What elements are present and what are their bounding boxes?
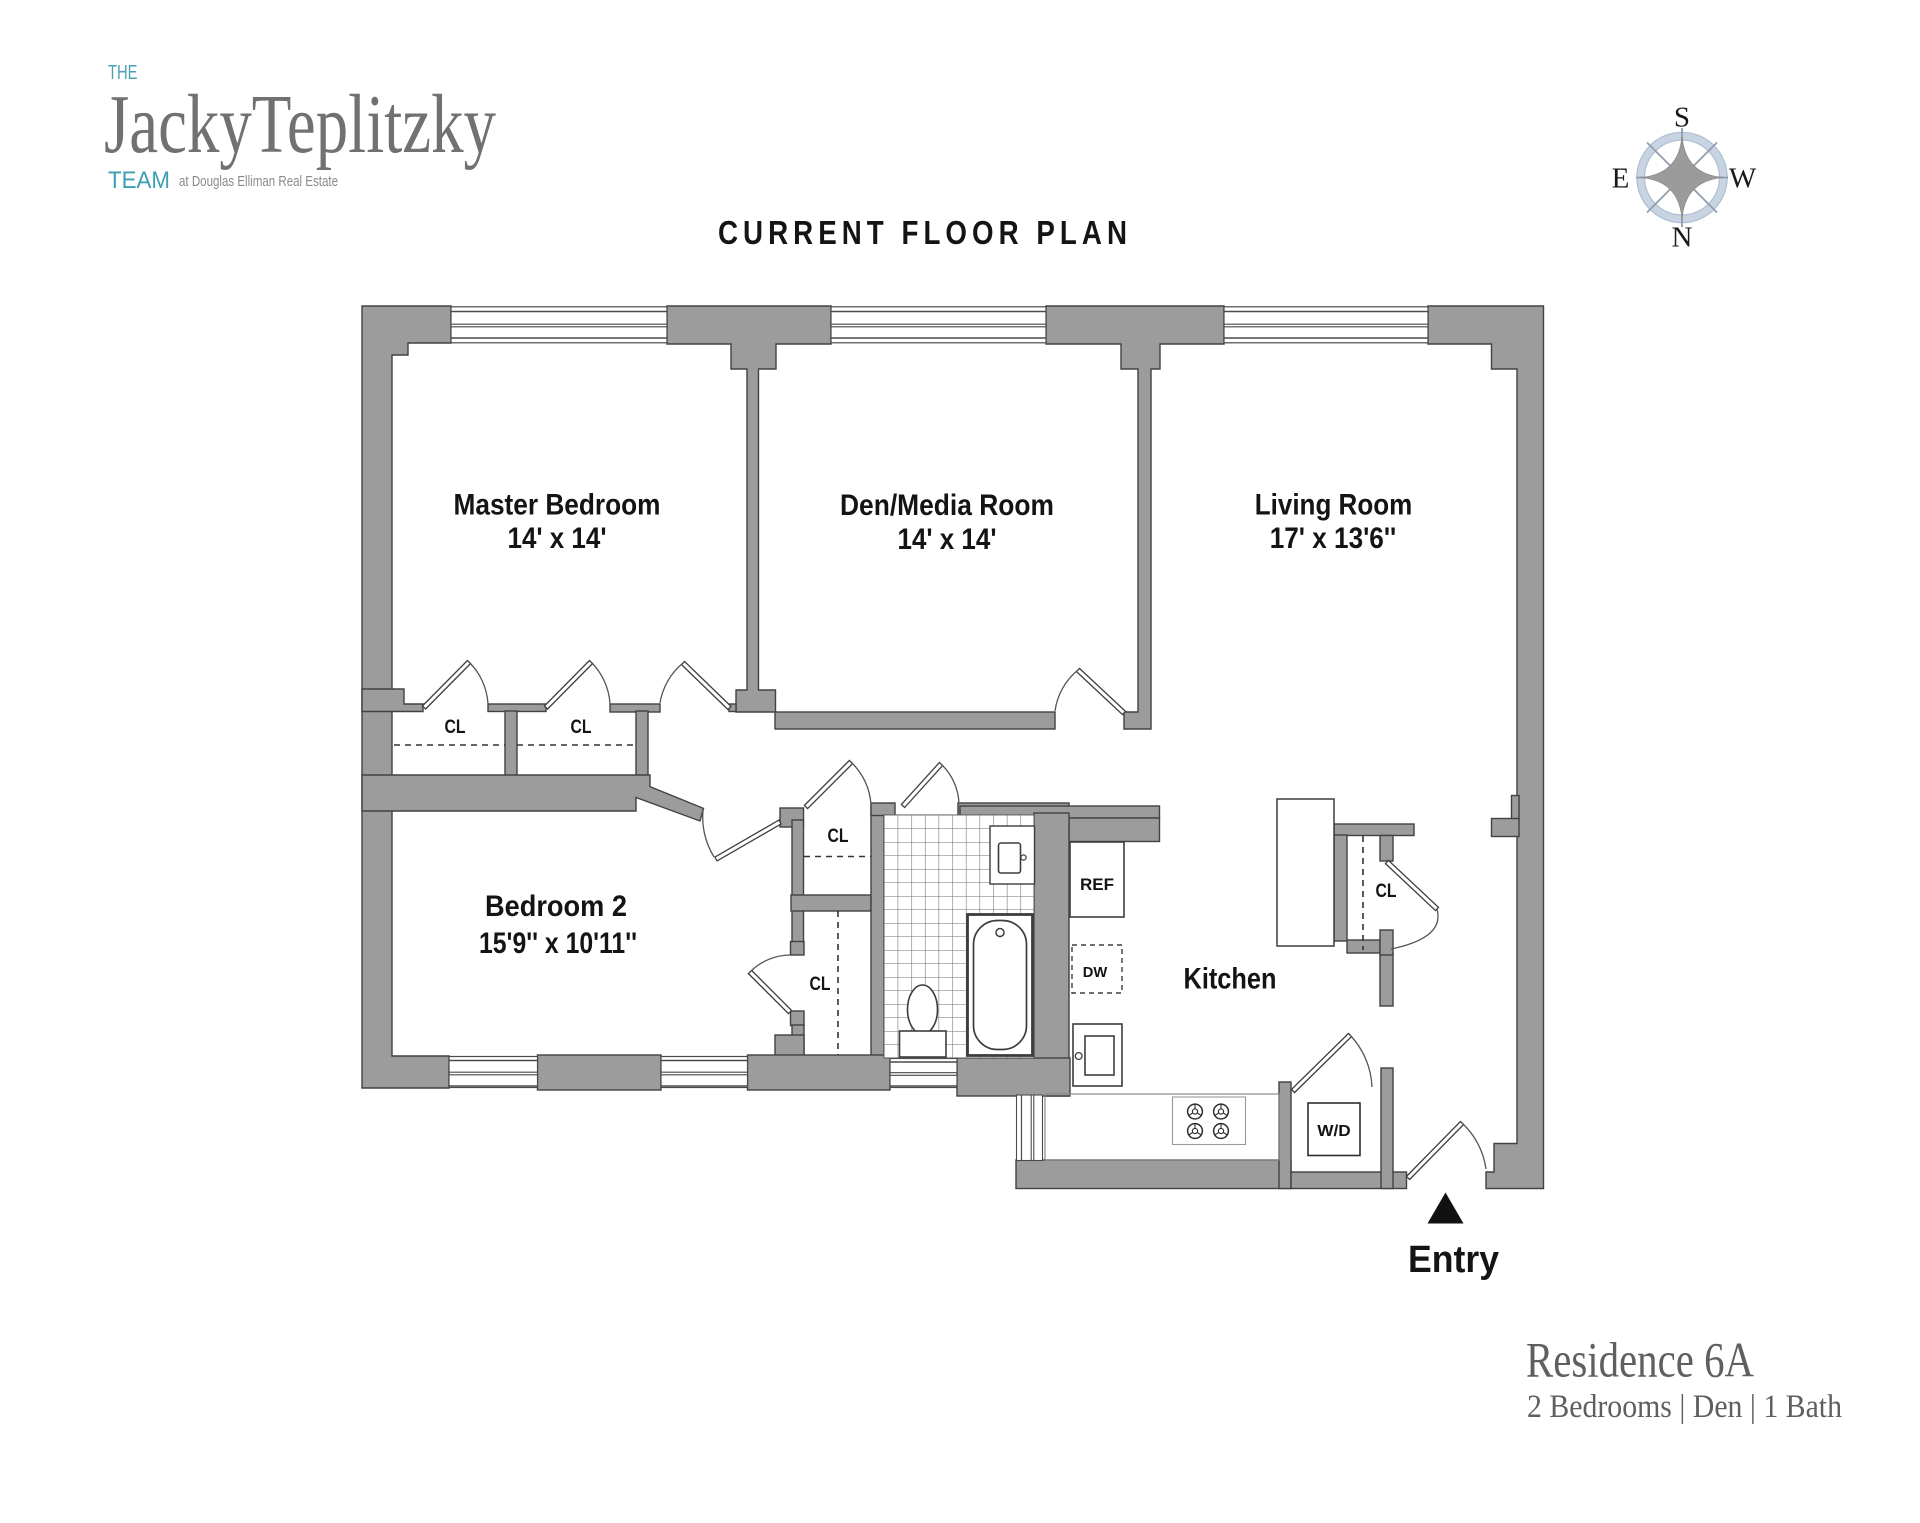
svg-text:Den/Media Room: Den/Media Room [840, 489, 1054, 522]
svg-text:Entry: Entry [1408, 1239, 1499, 1281]
svg-text:REF: REF [1080, 875, 1114, 894]
svg-text:15'9'' x 10'11'': 15'9'' x 10'11'' [479, 927, 637, 960]
svg-text:CL: CL [1376, 881, 1397, 902]
svg-text:S: S [1674, 102, 1690, 134]
svg-text:THE: THE [108, 61, 138, 84]
svg-text:Master Bedroom: Master Bedroom [454, 489, 661, 522]
svg-text:CL: CL [445, 717, 466, 738]
svg-text:E: E [1612, 163, 1630, 195]
svg-text:CL: CL [571, 717, 592, 738]
svg-text:W: W [1729, 163, 1757, 195]
svg-text:JackyTeplitzky: JackyTeplitzky [104, 78, 496, 171]
svg-text:at Douglas Elliman Real Estate: at Douglas Elliman Real Estate [179, 173, 338, 190]
svg-text:14' x 14': 14' x 14' [898, 523, 997, 556]
svg-text:2 Bedrooms | Den | 1 Bath: 2 Bedrooms | Den | 1 Bath [1527, 1389, 1842, 1425]
svg-text:Living Room: Living Room [1255, 489, 1413, 522]
svg-text:Kitchen: Kitchen [1184, 963, 1277, 996]
svg-text:14' x 14': 14' x 14' [508, 522, 607, 555]
svg-text:DW: DW [1083, 965, 1108, 981]
svg-text:CURRENT FLOOR PLAN: CURRENT FLOOR PLAN [718, 214, 1132, 251]
svg-text:Bedroom 2: Bedroom 2 [485, 890, 627, 923]
svg-text:N: N [1672, 221, 1693, 253]
svg-text:CL: CL [810, 974, 831, 995]
svg-text:Residence 6A: Residence 6A [1526, 1332, 1754, 1388]
svg-text:TEAM: TEAM [108, 167, 170, 194]
svg-text:W/D: W/D [1317, 1123, 1351, 1140]
svg-text:17' x 13'6'': 17' x 13'6'' [1270, 522, 1397, 555]
svg-text:CL: CL [828, 826, 849, 847]
